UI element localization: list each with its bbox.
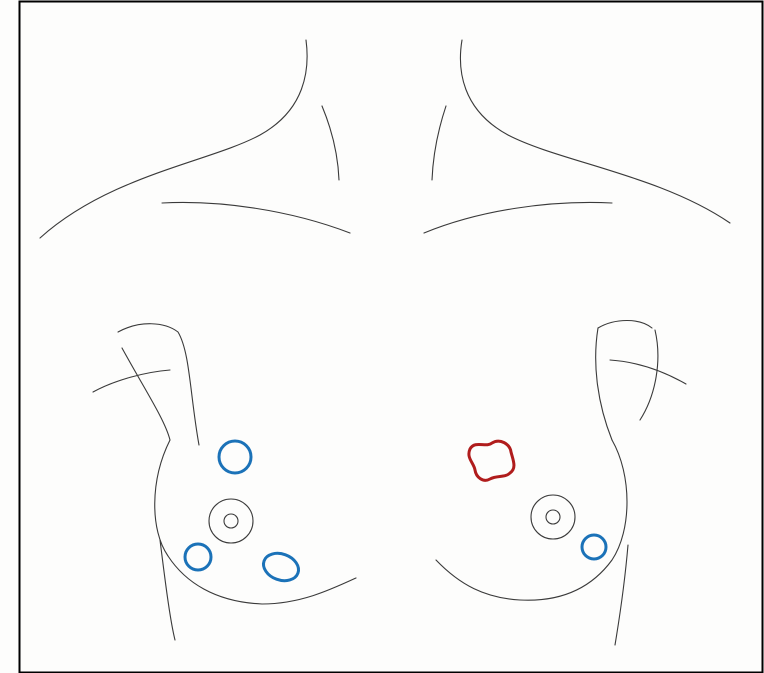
paper-background bbox=[0, 0, 764, 673]
chest-diagram-svg bbox=[0, 0, 764, 673]
chest-diagram bbox=[0, 0, 764, 673]
